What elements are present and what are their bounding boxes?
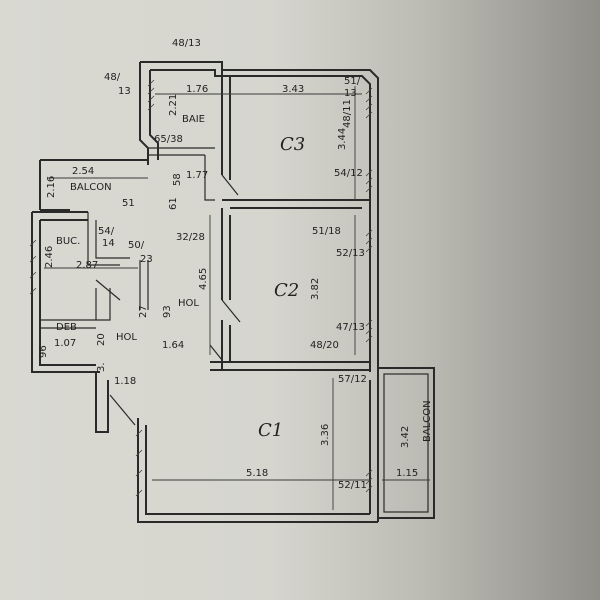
label-58: 58	[172, 173, 183, 186]
label-54: 54/	[98, 226, 115, 237]
label-48-20: 48/20	[310, 340, 339, 351]
wall-hatching	[29, 79, 373, 497]
label-50-23: 23	[140, 254, 153, 265]
label-13-left: 13	[118, 86, 131, 97]
label-61: 61	[168, 197, 179, 210]
label-51-18: 51/18	[312, 226, 341, 237]
label-51: 51/	[344, 76, 361, 87]
label-52-13: 52/13	[336, 248, 365, 259]
plan-labels: 48/13 48/ 13 1.76 3.43 51/ 13 48/11 2.21…	[38, 38, 433, 491]
label-3-36: 3.36	[320, 424, 331, 446]
label-balcon-top: BALCON	[70, 182, 112, 193]
label-room-c1: C1	[258, 420, 283, 441]
label-2-16: 2.16	[46, 176, 57, 198]
label-3-44: 3.44	[337, 128, 348, 150]
label-48-left: 48/	[104, 72, 121, 83]
label-3-82: 3.82	[310, 278, 321, 300]
label-48-11: 48/11	[342, 99, 353, 128]
label-54-12: 54/12	[334, 168, 363, 179]
dimension-lines	[44, 86, 430, 510]
label-51-13: 13	[344, 88, 357, 99]
label-1-18: 1.18	[114, 376, 136, 387]
label-1-77: 1.77	[186, 170, 208, 181]
label-93: 93	[162, 305, 173, 318]
label-room-c2: C2	[274, 280, 299, 301]
label-47-13: 47/13	[336, 322, 365, 333]
label-2-21: 2.21	[168, 94, 179, 116]
label-51-small: 51	[122, 198, 135, 209]
label-2-87: 2.87	[76, 260, 98, 271]
label-hol-mid: HOL	[178, 298, 199, 309]
label-27: 27	[138, 305, 149, 318]
label-1-76: 1.76	[186, 84, 208, 95]
label-57-12: 57/12	[338, 374, 367, 385]
label-54-14: 14	[102, 238, 115, 249]
label-balcon-right: BALCON	[422, 400, 433, 442]
label-20: 20	[96, 333, 107, 346]
label-4-65: 4.65	[198, 268, 209, 290]
label-1-07: 1.07	[54, 338, 76, 349]
label-2-46: 2.46	[44, 246, 55, 268]
label-baie: BAIE	[182, 114, 205, 125]
label-48-13-top: 48/13	[172, 38, 201, 49]
label-hol-small: HOL	[116, 332, 137, 343]
label-1-64: 1.64	[162, 340, 184, 351]
label-96: 96	[38, 345, 49, 358]
label-1-15: 1.15	[396, 468, 418, 479]
label-32-28: 32/28	[176, 232, 205, 243]
label-3-43: 3.43	[282, 84, 304, 95]
label-50: 50/	[128, 240, 145, 251]
label-3-42: 3.42	[400, 426, 411, 448]
label-52-11: 52/11	[338, 480, 367, 491]
label-5-18: 5.18	[246, 468, 268, 479]
label-2-54: 2.54	[72, 166, 94, 177]
walls	[31, 61, 435, 523]
label-deb: DEB	[56, 322, 77, 333]
label-3: 3.	[96, 362, 107, 372]
label-buc: BUC.	[56, 236, 80, 247]
label-65-38: 65/38	[154, 134, 183, 145]
label-room-c3: C3	[280, 134, 305, 155]
